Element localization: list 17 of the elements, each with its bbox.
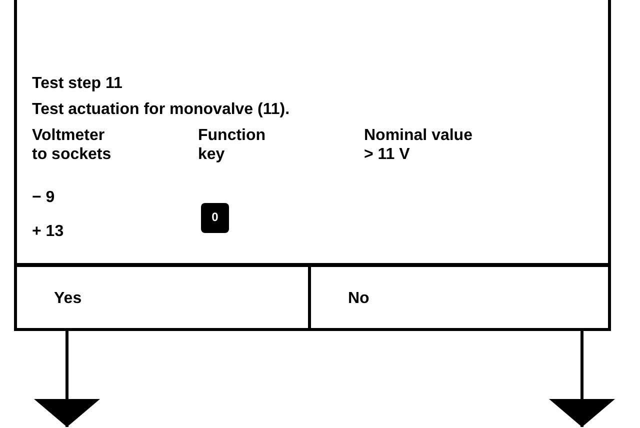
step-heading: Test step 11 bbox=[32, 74, 122, 93]
test-step-box bbox=[14, 0, 611, 266]
socket-label: − 9 bbox=[32, 188, 55, 207]
answer-label: No bbox=[348, 289, 370, 308]
nominal-value: > 11 V bbox=[364, 145, 410, 164]
arrow bbox=[549, 331, 615, 427]
function-key bbox=[201, 203, 229, 233]
step-description: Test actuation for monovalve (11). bbox=[32, 100, 290, 119]
socket-label: + 13 bbox=[32, 222, 64, 241]
answer-label: Yes bbox=[54, 289, 82, 308]
key-label: 0 bbox=[210, 209, 220, 226]
answer-box bbox=[308, 264, 611, 331]
column-heading: Function key bbox=[198, 126, 267, 164]
column-heading: Nominal value bbox=[364, 126, 472, 145]
arrow bbox=[34, 331, 100, 427]
column-heading: Voltmeter to sockets bbox=[32, 126, 112, 164]
answer-box bbox=[14, 264, 311, 331]
